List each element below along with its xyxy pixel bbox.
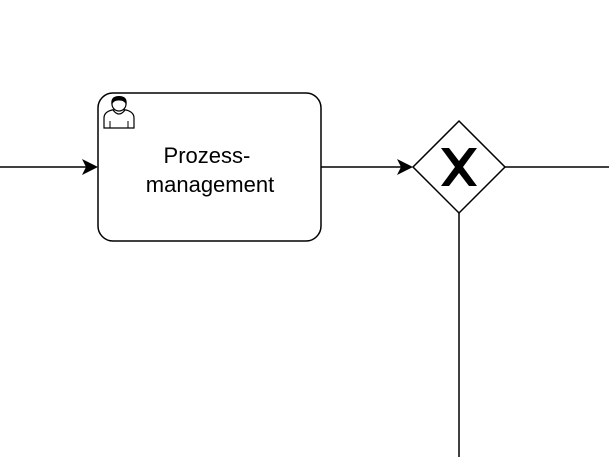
user-task-prozessmanagement[interactable]: Prozess- management [97, 92, 322, 242]
task-label-line-2: management [146, 172, 274, 197]
exclusive-gateway[interactable] [411, 119, 507, 215]
x-marker-icon [441, 148, 477, 186]
user-icon [103, 96, 135, 129]
task-label: Prozess- management [146, 143, 274, 197]
sequence-flow-task-to-gateway[interactable] [321, 159, 413, 175]
arrowhead-icon [82, 159, 98, 175]
arrowhead-icon [397, 159, 413, 175]
task-label-line-1: Prozess- [164, 143, 251, 168]
sequence-flow-incoming[interactable] [0, 159, 98, 175]
